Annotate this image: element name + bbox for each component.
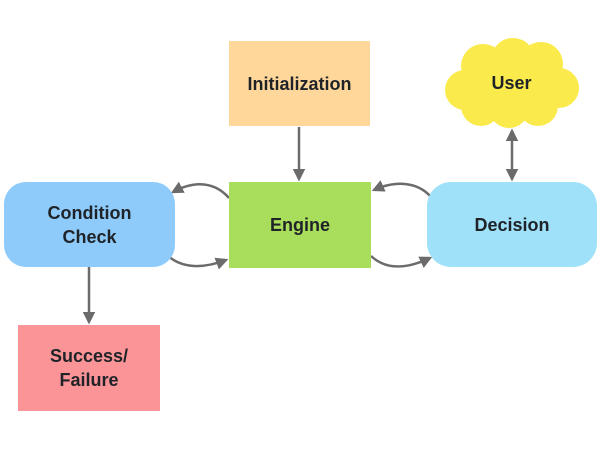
node-user-label: User	[491, 73, 532, 93]
edge-engine-decision	[370, 255, 433, 268]
node-decision: Decision	[427, 182, 597, 267]
edge-engine-condition	[170, 181, 230, 199]
node-user: User	[443, 38, 580, 128]
node-initialization: Initialization	[229, 41, 370, 126]
node-engine: Engine	[229, 182, 371, 268]
node-condition-check: Condition Check	[4, 182, 175, 267]
node-success-failure-line2: Failure	[59, 370, 119, 390]
cloud-shape	[445, 38, 579, 128]
node-initialization-label: Initialization	[247, 73, 352, 94]
node-condition-check-line1: Condition	[47, 202, 132, 223]
node-engine-label: Engine	[269, 215, 330, 235]
edge-decision-engine	[371, 180, 432, 198]
node-decision-label: Decision	[474, 214, 550, 235]
node-success-failure-line1: Success/	[49, 346, 129, 366]
node-condition-check-line2: Check	[62, 226, 117, 247]
edge-condition-engine	[165, 253, 229, 270]
node-success-failure: Success/ Failure	[18, 325, 160, 411]
